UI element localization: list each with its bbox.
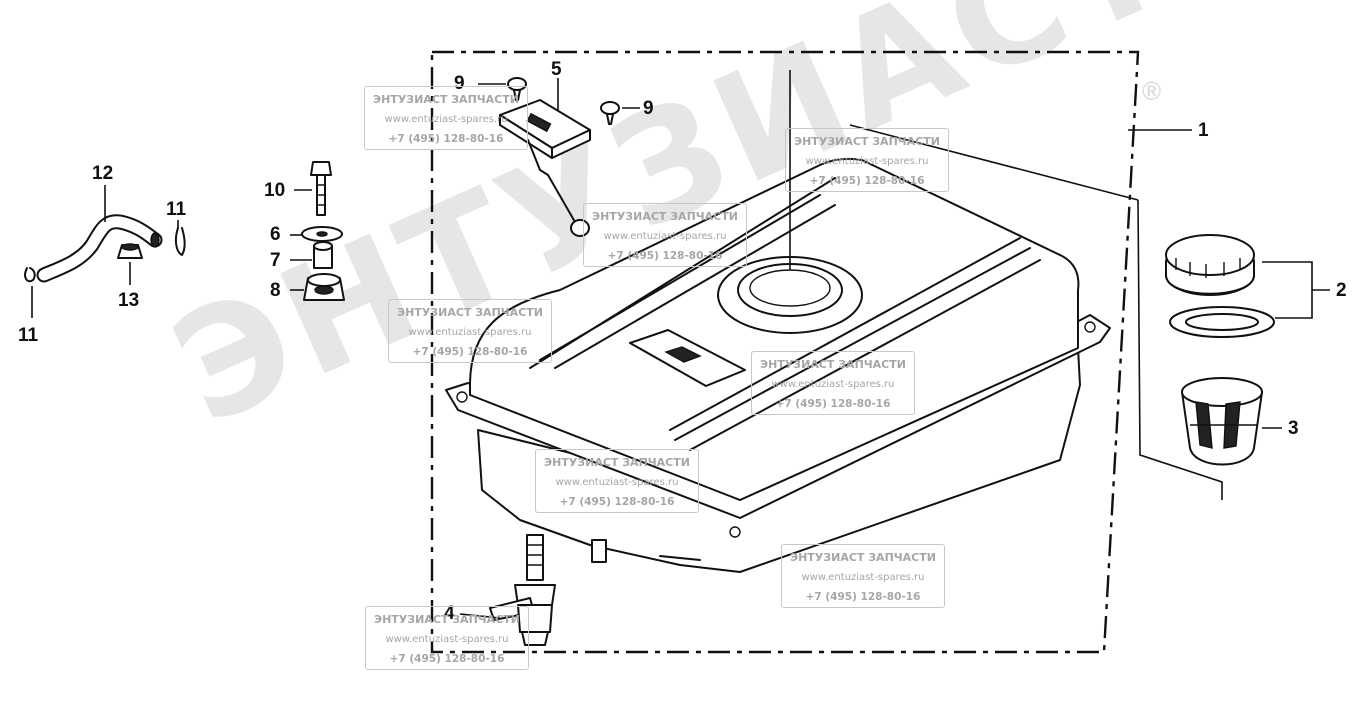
- washer-6: [301, 226, 343, 242]
- callout-10: 10: [264, 180, 286, 201]
- fuel-cap: [1165, 234, 1275, 338]
- watermark-stamp: ЭНТУЗИАСТ ЗАПЧАСТИ www.entuziast-spares.…: [583, 203, 747, 267]
- hose-clip-11-right: [174, 227, 186, 256]
- callout-9-left: 9: [454, 73, 465, 94]
- fuel-valve: [489, 534, 556, 646]
- watermark-stamp: ЭНТУЗИАСТ ЗАПЧАСТИ www.entuziast-spares.…: [751, 351, 915, 415]
- callout-9-right: 9: [643, 98, 654, 119]
- watermark-stamp: ЭНТУЗИАСТ ЗАПЧАСТИ www.entuziast-spares.…: [785, 128, 949, 192]
- fuel-hose-12: [36, 214, 163, 283]
- callout-5: 5: [551, 59, 562, 80]
- registered-mark: ®: [1142, 76, 1162, 106]
- watermark-stamp: ЭНТУЗИАСТ ЗАПЧАСТИ www.entuziast-spares.…: [388, 299, 552, 363]
- callout-12: 12: [92, 163, 114, 184]
- nut-13: [117, 243, 143, 259]
- watermark-stamp: ЭНТУЗИАСТ ЗАПЧАСТИ www.entuziast-spares.…: [365, 606, 529, 670]
- callout-13: 13: [118, 290, 140, 311]
- fuel-tank-body: [445, 157, 1111, 573]
- rubber-mount-8: [303, 273, 345, 301]
- callout-7: 7: [270, 250, 281, 271]
- callout-6: 6: [270, 224, 281, 245]
- watermark-stamp: ЭНТУЗИАСТ ЗАПЧАСТИ www.entuziast-spares.…: [535, 449, 699, 513]
- hose-clip-11-left: [24, 267, 36, 283]
- callout-11-left: 11: [18, 325, 39, 346]
- screw-9-right: [600, 101, 620, 125]
- callout-11-right: 11: [166, 199, 187, 220]
- screw-9-left: [507, 77, 527, 101]
- fuel-gauge: [499, 99, 591, 237]
- callout-1: 1: [1198, 120, 1209, 141]
- callout-3: 3: [1288, 418, 1299, 439]
- watermark-stamp: ЭНТУЗИАСТ ЗАПЧАСТИ www.entuziast-spares.…: [781, 544, 945, 608]
- watermark-stamp: ЭНТУЗИАСТ ЗАПЧАСТИ www.entuziast-spares.…: [364, 86, 528, 150]
- callout-8: 8: [270, 280, 281, 301]
- callout-2: 2: [1336, 280, 1347, 301]
- callout-4: 4: [444, 603, 455, 624]
- assembly-boundary: [430, 50, 1140, 654]
- bolt-10: [310, 161, 332, 216]
- fuel-strainer: [1181, 377, 1263, 466]
- collar-7: [313, 241, 333, 269]
